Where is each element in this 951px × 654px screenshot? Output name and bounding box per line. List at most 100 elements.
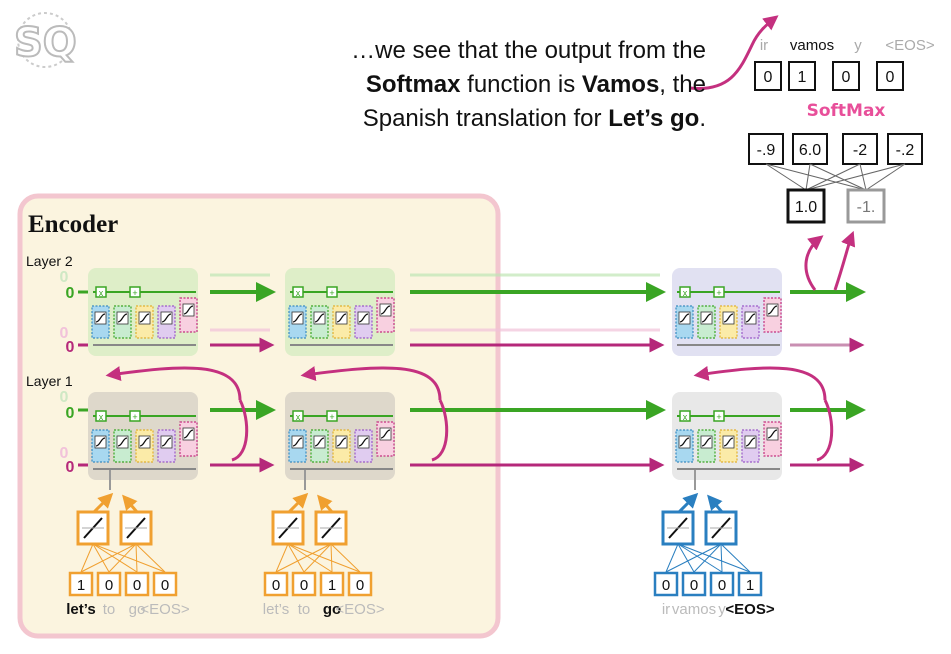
gate-symbol: + [329, 288, 334, 298]
fc-weight-line [809, 163, 867, 191]
lstm-cell: x+ [285, 268, 395, 356]
onehot-value: 1 [328, 577, 336, 594]
softmax-input-value: 6.0 [799, 142, 821, 159]
input-token: go [129, 601, 146, 618]
fc-weight-line [865, 163, 906, 191]
onehot-value: 0 [133, 577, 141, 594]
sigmoid-curve [358, 313, 369, 323]
sigmoid-curve [745, 313, 756, 323]
weight-line [665, 543, 679, 573]
gate-op [713, 286, 725, 298]
output-value: 0 [886, 69, 895, 86]
zero-label: 0 [66, 285, 75, 302]
onehot-box [653, 571, 679, 597]
sigmoid-curve [745, 437, 756, 447]
onehot-value: 0 [718, 577, 726, 594]
output-token: vamos [790, 37, 834, 54]
lstm-cell: x+ [672, 268, 782, 356]
fc-weight-line [805, 163, 906, 191]
input-token: vamos [672, 601, 716, 618]
caption-arrow [689, 15, 779, 90]
embed-arrow [707, 494, 724, 513]
onehot-value: 0 [662, 577, 670, 594]
input-token: ir [662, 601, 670, 618]
sigmoid-curve [183, 305, 194, 315]
zero-label: 0 [66, 459, 75, 476]
input-token: let’s [66, 601, 95, 618]
sigmoid-curve [723, 437, 734, 447]
softmax-input-box [748, 133, 784, 165]
input-token: <EOS> [725, 601, 774, 618]
fc-weight-line [805, 163, 861, 191]
zero-label: 0 [60, 445, 69, 462]
onehot-value: 1 [746, 577, 754, 594]
weight-line [287, 543, 305, 573]
sigmoid-curve [95, 313, 106, 323]
softmax-input-value: -.2 [896, 142, 915, 159]
sigmoid-curve [95, 437, 106, 447]
lstm-cell: x+ [672, 392, 782, 480]
weight-line [135, 543, 166, 573]
sigmoid-curve [767, 429, 778, 439]
weight-line [92, 543, 138, 573]
sigmoid-curve [161, 437, 172, 447]
layer1-label: Layer 1 [26, 373, 73, 389]
zero-label: 0 [60, 389, 69, 406]
gate-symbol: + [716, 288, 721, 298]
onehot-value: 0 [300, 577, 308, 594]
fc-node [846, 188, 886, 224]
weight-line [303, 543, 332, 573]
onehot-value: 0 [161, 577, 169, 594]
sigmoid-curve [292, 437, 303, 447]
weight-line [92, 543, 110, 573]
sigmoid-curve [183, 429, 194, 439]
onehot-box [124, 571, 150, 597]
weight-line [108, 543, 137, 573]
embed-arrow [317, 494, 334, 513]
weight-line [330, 543, 361, 573]
sigmoid-curve [679, 313, 690, 323]
onehot-box [263, 571, 289, 597]
onehot-box [68, 571, 94, 597]
gate-symbol: x [99, 412, 104, 422]
weight-line [330, 543, 333, 573]
sigmoid-curve [117, 437, 128, 447]
zero-label: 0 [60, 269, 69, 286]
sigmoid-curve [358, 437, 369, 447]
input-token: to [298, 601, 311, 618]
embed-arrow [677, 492, 699, 514]
weight-line [720, 543, 751, 573]
gate-symbol: x [99, 288, 104, 298]
gate-op [326, 410, 338, 422]
sigmoid-curve [767, 305, 778, 315]
caption-text: …we see that the output from the Softmax… [351, 37, 706, 132]
gate-op [95, 286, 107, 298]
input-token: y [718, 601, 726, 618]
weight-line [287, 543, 361, 573]
input-token: <EOS> [335, 601, 384, 618]
gate-op [292, 286, 304, 298]
sigmoid-curve [679, 437, 690, 447]
gate-op [679, 286, 691, 298]
softmax-input-value: -.9 [757, 142, 776, 159]
input-token: go [323, 601, 341, 618]
embedding-layers: 1let’s0to0go0<EOS>0let’s0to1go0<EOS>0ir0… [66, 470, 775, 618]
input-token: let’s [263, 601, 289, 618]
weight-line [80, 543, 137, 573]
fc-weight-line [859, 163, 867, 191]
softmax-input-value: -2 [853, 142, 867, 159]
output-value: 1 [798, 69, 807, 86]
onehot-box [319, 571, 345, 597]
softmax-input-box [887, 133, 923, 165]
weight-line [275, 543, 289, 573]
lstm-cell: x+ [88, 392, 198, 480]
onehot-box [737, 571, 763, 597]
gate-op [95, 410, 107, 422]
sigmoid-curve [314, 313, 325, 323]
output-box [876, 61, 904, 91]
